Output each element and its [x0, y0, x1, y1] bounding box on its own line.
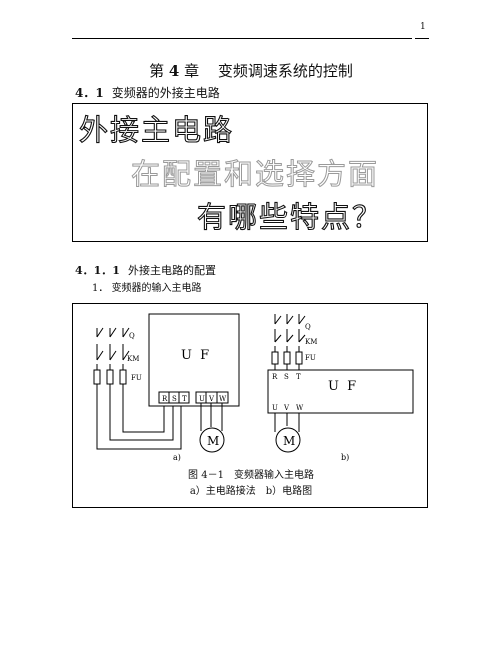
- figure-caption-subtitle: a）主电路接法 b）电路图: [189, 486, 313, 497]
- section-number: 4．1: [75, 86, 104, 100]
- right-km-label: KM: [305, 338, 317, 346]
- left-w-label: W: [219, 395, 227, 403]
- left-uvw-terminals: [195, 391, 229, 404]
- circuit-diagram: Q KM FU R S T U V W a) Q KM FU R S T U V…: [93, 313, 414, 462]
- item-number: 1．: [92, 283, 109, 294]
- right-uf-box: [267, 369, 414, 414]
- left-s-label: S: [172, 395, 177, 403]
- left-r-label: R: [162, 395, 168, 403]
- question-line-3: 有哪些特点？: [196, 200, 384, 234]
- right-t-label: T: [296, 373, 301, 381]
- left-rst-terminals: [158, 391, 190, 404]
- section-title: 变频器的外接主电路: [111, 86, 220, 100]
- item-1-heading: 1． 变频器的输入主电路: [92, 279, 202, 294]
- left-km-label: KM: [127, 355, 139, 363]
- left-uf-label: U F: [181, 348, 211, 363]
- figure-box: Q KM FU R S T U V W a) Q KM FU R S T U V…: [72, 303, 428, 508]
- left-motor: [199, 427, 225, 453]
- right-motor: [275, 427, 301, 453]
- question-line-2: 在配置和选择方面: [130, 157, 380, 191]
- left-phase-wires: [93, 327, 182, 450]
- left-t-label: T: [182, 395, 187, 403]
- chapter-heading: 第 4 章 变频调速系统的控制: [0, 60, 502, 81]
- left-u-label: U: [199, 395, 205, 403]
- right-r-label: R: [272, 373, 278, 381]
- page-number: 1: [420, 22, 426, 32]
- left-v-label: V: [208, 395, 215, 403]
- subsection-title: 外接主电路的配置: [127, 264, 216, 277]
- chapter-prefix: 第: [149, 62, 165, 80]
- question-box: 外接主电路 在配置和选择方面 有哪些特点？: [72, 103, 428, 242]
- right-sub-label: b): [341, 453, 349, 462]
- right-uf-label: U F: [328, 379, 358, 394]
- item-title: 变频器的输入主电路: [111, 283, 202, 294]
- left-q-label: Q: [129, 332, 135, 340]
- left-uf-box: [148, 313, 240, 407]
- right-fu-label: FU: [305, 354, 316, 362]
- section-4-1-heading: 4．1 变频器的外接主电路: [75, 84, 220, 101]
- right-q-label: Q: [305, 323, 311, 331]
- header-rule: [72, 38, 412, 39]
- right-motor-label: M: [283, 434, 297, 448]
- right-w-label: W: [296, 404, 304, 412]
- right-v-label: V: [283, 404, 290, 412]
- chapter-suffix: 章: [184, 62, 200, 80]
- section-4-1-1-heading: 4．1．1 外接主电路的配置: [75, 262, 216, 278]
- chapter-title: 变频调速系统的控制: [217, 62, 353, 80]
- left-circuit: [93, 313, 240, 453]
- header-rule-tail: [415, 38, 429, 39]
- left-sub-label: a): [173, 453, 181, 462]
- left-fu-label: FU: [131, 374, 142, 382]
- subsection-number: 4．1．1: [75, 264, 120, 277]
- chapter-number: 4: [168, 62, 180, 80]
- left-motor-label: M: [207, 434, 221, 448]
- right-u-label: U: [272, 404, 278, 412]
- figure-caption-title: 图 4－1 变频器输入主电路: [188, 470, 314, 481]
- right-circuit: [267, 314, 414, 453]
- question-line-1: 外接主电路: [78, 113, 235, 147]
- right-s-label: S: [284, 373, 289, 381]
